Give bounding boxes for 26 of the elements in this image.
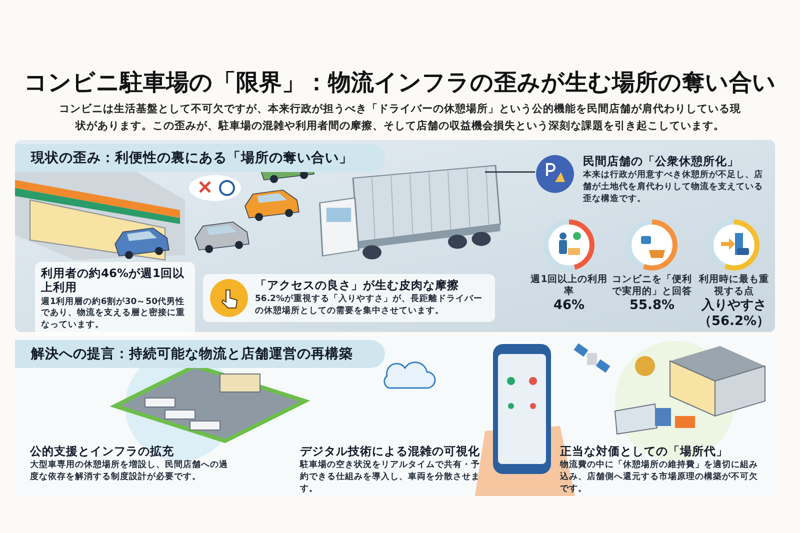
stat-value: 入りやすさ（56.2%） [697, 298, 771, 330]
section-heading: 現状の歪み：利便性の裏にある「場所の奪い合い」 [15, 144, 385, 172]
section-panel [15, 336, 775, 496]
callout-text: 駐車場の空き状況をリアルタイムで共有・予約できる仕組みを導入し、車両を分散させます。 [300, 460, 480, 496]
info-callout [35, 262, 195, 336]
section-heading: 解決への提言：持続可能な物流と店舗運営の再構築 [15, 340, 385, 368]
info-callout [203, 274, 495, 322]
callout-heading: 民間店舗の「公衆休憩所化」 [583, 154, 740, 168]
callout-text: 週1利用層の約6割が30～50代男性であり、物流を支える層と密接に重なっています。 [41, 296, 186, 332]
stat-value: 46% [553, 298, 585, 314]
stat-value: 55.8% [629, 298, 675, 314]
callout-text: 大型車専用の休憩場所を増設し、民間店舗への過度な依存を解消する制度設計が必要です。 [30, 460, 229, 484]
callout-heading: 正当な対価としての「場所代」 [560, 444, 729, 458]
stat-label: 利用時に最も重視する点 [698, 274, 770, 298]
callout-heading: 利用者の約46%が週1回以上利用 [41, 266, 186, 295]
stat-label: 週1回以上の利用率 [530, 274, 608, 298]
callout-heading: デジタル技術による混雑の可視化 [300, 444, 480, 458]
callout-heading: 「アクセスの良さ」が生む皮肉な摩擦 [255, 278, 460, 292]
stat-label: コンビニを「便利で実用的」と回答 [612, 274, 692, 298]
callout-text: 56.2%が重視する「入りやすさ」が、長距離ドライバーの休憩場所としての需要を集中させています。 [255, 294, 484, 318]
leader-line [485, 171, 535, 173]
callout-text: 本来は行政が用意すべき休憩所が不足し、店舗が土地代を肩代わりして物流を支えている歪な構造です。 [583, 170, 764, 206]
callout-heading: 公的支援とインフラの拡充 [30, 444, 175, 458]
title: コンビニ駐車場の「限界」：物流インフラの歪みが生む場所の奪い合い [23, 69, 777, 98]
subtitle-paragraph: コンビニは生活基盤として不可欠ですが、本来行政が担うべき「ドライバーの休憩場所」という公的機能を民間店舗が肩代わりしている現状があります。この歪みが、駐車場の混雑や利用者間の摩擦、そして店舗の収益機会損失という深刻な課題を引き起こしています。 [58, 102, 742, 134]
callout-text: 物流費の中に「休憩場所の維持費」を適切に組み込み、店舗側へ還元する市場原理の構築が不可欠です。 [560, 460, 759, 496]
